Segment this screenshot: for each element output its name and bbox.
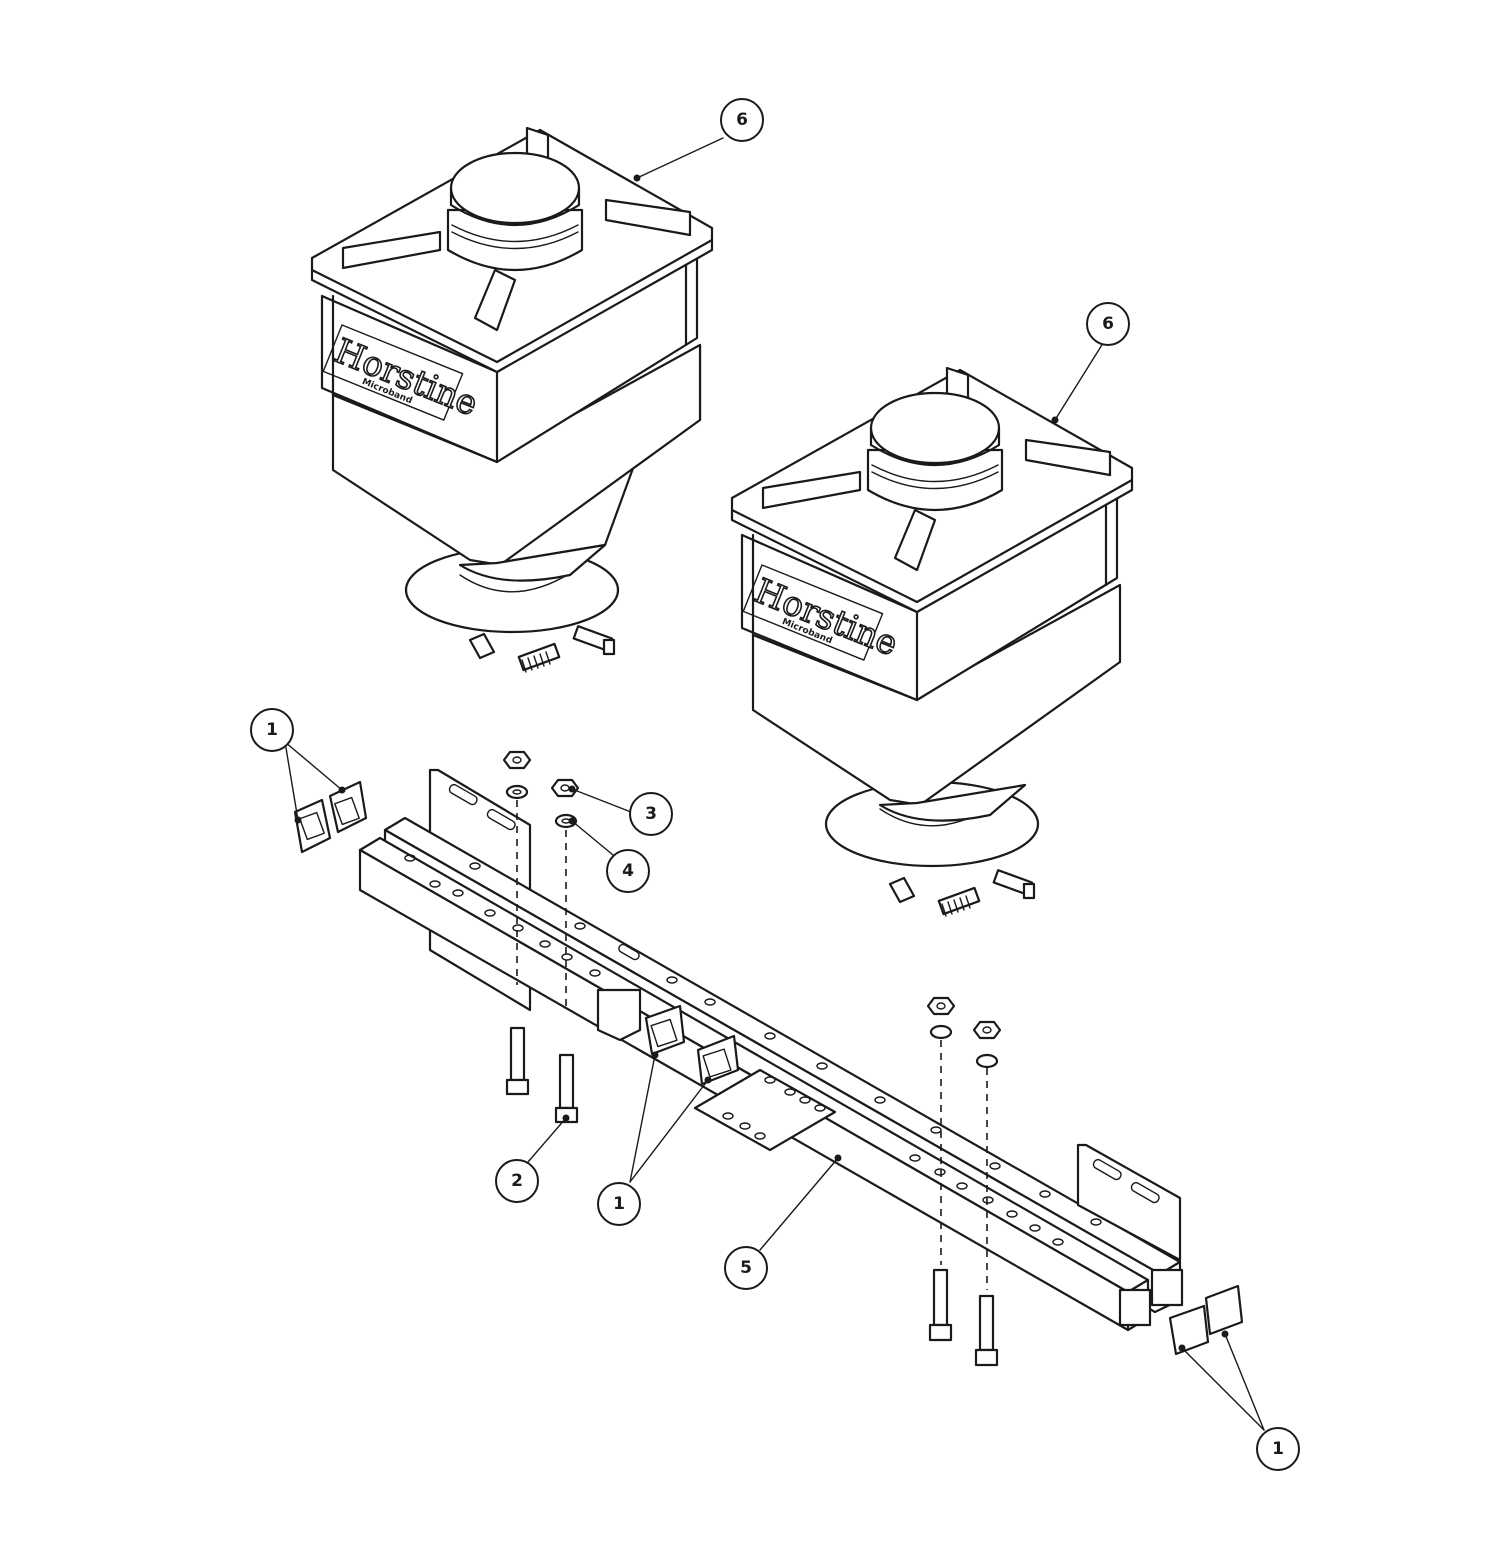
balloon-1-mid: 1 bbox=[597, 1182, 641, 1226]
rear-tube bbox=[383, 816, 1182, 1276]
filler-neck bbox=[446, 208, 584, 271]
hopper-right: Horstine Microband bbox=[730, 366, 1134, 917]
svg-text:4: 4 bbox=[622, 861, 634, 881]
end-cap bbox=[328, 780, 368, 834]
svg-text:2: 2 bbox=[511, 1171, 523, 1191]
svg-text:6: 6 bbox=[736, 110, 748, 130]
bolt bbox=[928, 1268, 953, 1342]
drive-unit bbox=[468, 625, 616, 673]
fasteners bbox=[502, 750, 1002, 1367]
front-tube bbox=[358, 836, 1150, 1294]
center-plate bbox=[693, 1068, 837, 1152]
hopper-left: Horstine Microband bbox=[310, 126, 714, 673]
washer bbox=[975, 1053, 999, 1069]
bolt bbox=[554, 1053, 579, 1124]
balloon-4: 4 bbox=[606, 849, 650, 893]
end-cap bbox=[696, 1034, 740, 1086]
balloon-1-left: 1 bbox=[250, 708, 294, 752]
bolt bbox=[505, 1026, 530, 1096]
svg-text:5: 5 bbox=[740, 1258, 752, 1278]
leader-lines bbox=[284, 137, 1265, 1431]
end-cap bbox=[1168, 1304, 1210, 1356]
nut bbox=[926, 996, 956, 1016]
nut bbox=[502, 750, 532, 770]
filler-cap bbox=[869, 391, 1001, 465]
filler-cap bbox=[449, 151, 581, 225]
balloon-1-right: 1 bbox=[1256, 1427, 1300, 1471]
drive-unit bbox=[888, 869, 1036, 917]
mounting-frame bbox=[358, 768, 1184, 1332]
bracket-plate-right bbox=[1076, 1143, 1182, 1262]
end-caps bbox=[293, 780, 1244, 1356]
svg-text:1: 1 bbox=[1272, 1439, 1284, 1459]
nut bbox=[972, 1020, 1002, 1040]
end-cap bbox=[1204, 1284, 1244, 1336]
tube-holes bbox=[404, 854, 1102, 1246]
svg-text:6: 6 bbox=[1102, 314, 1114, 334]
balloon-5: 5 bbox=[724, 1246, 768, 1290]
end-cap bbox=[293, 798, 332, 854]
balloon-3: 3 bbox=[629, 792, 673, 836]
svg-text:1: 1 bbox=[613, 1194, 625, 1214]
bolt bbox=[974, 1294, 999, 1367]
balloon-2: 2 bbox=[495, 1159, 539, 1203]
filler-neck bbox=[866, 448, 1004, 511]
balloon-6-right: 6 bbox=[1086, 302, 1130, 346]
balloon-6-top: 6 bbox=[720, 98, 764, 142]
svg-text:1: 1 bbox=[266, 720, 278, 740]
svg-text:3: 3 bbox=[645, 804, 657, 824]
washer bbox=[505, 784, 529, 800]
end-cap bbox=[644, 1004, 686, 1056]
washer bbox=[929, 1024, 953, 1040]
